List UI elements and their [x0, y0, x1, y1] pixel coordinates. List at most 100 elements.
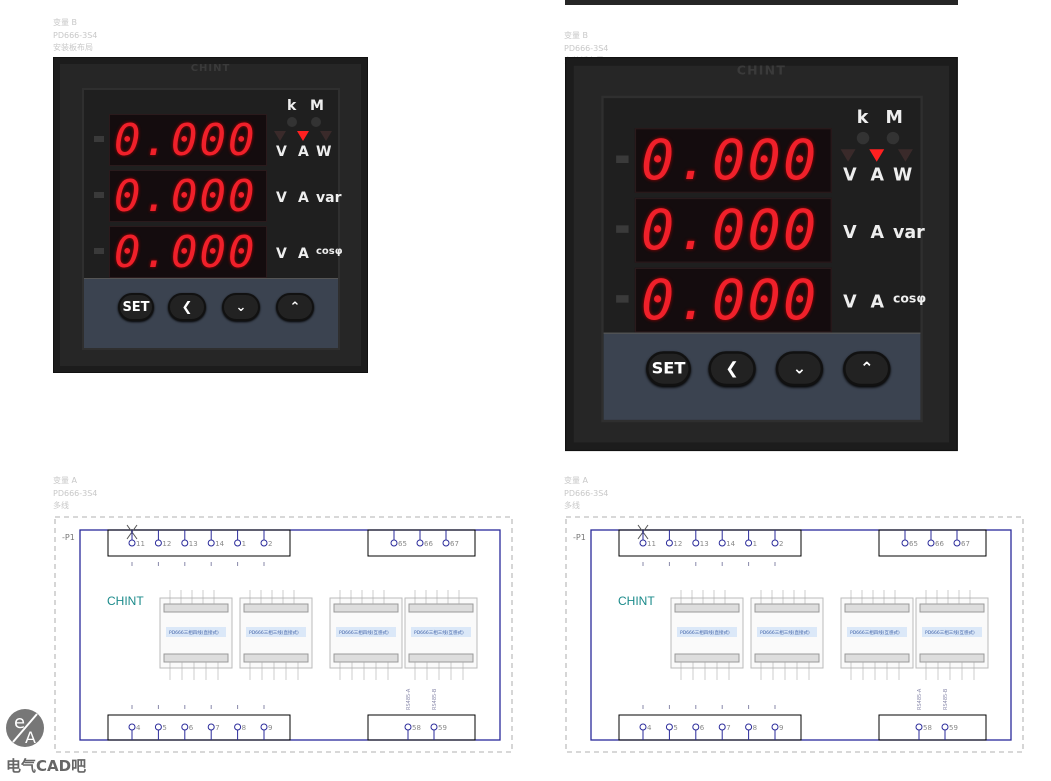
- terminal-icon: [692, 539, 700, 547]
- module-label-bg: [336, 627, 396, 637]
- unit-label: V: [276, 246, 287, 262]
- unit-label: A: [870, 292, 885, 313]
- terminal-icon: [207, 539, 215, 547]
- terminal-strip: [844, 603, 910, 613]
- unit-label: cosφ: [316, 246, 343, 257]
- up-button[interactable]: ⌃: [843, 351, 891, 387]
- unit-label: V: [843, 292, 857, 313]
- module-label: PD666三相三线(互感式): [414, 629, 464, 636]
- module-label-bg: [411, 627, 471, 637]
- display-row: 0.000: [109, 170, 267, 222]
- terminal-icon: [234, 723, 242, 731]
- terminal-block: [107, 529, 291, 557]
- terminal-block: [107, 714, 291, 741]
- module-label-bg: [166, 627, 226, 637]
- terminal-strip: [243, 653, 309, 663]
- terminal-number: 7: [726, 724, 730, 732]
- brand-label: CHINT: [618, 594, 655, 608]
- module-label-bg: [677, 627, 737, 637]
- terminal-icon: [442, 539, 450, 547]
- indicator-led: [311, 117, 321, 127]
- terminal-strip: [333, 653, 399, 663]
- terminal-block: [618, 714, 802, 741]
- left-button[interactable]: ❮: [708, 351, 756, 387]
- terminal-icon: [665, 539, 673, 547]
- terminal-icon: [771, 723, 779, 731]
- terminal-icon: [430, 723, 438, 731]
- down-button[interactable]: ⌄: [222, 293, 260, 321]
- set-button[interactable]: SET: [118, 293, 154, 321]
- terminal-block: [878, 714, 987, 741]
- display-row: 0.000: [109, 114, 267, 166]
- terminal-number: 66: [935, 540, 944, 548]
- unit-label: W: [316, 144, 332, 160]
- caption-line: PD666-3S4: [564, 43, 609, 53]
- active-unit-arrow-icon: [869, 149, 885, 162]
- terminal-block: [878, 529, 987, 557]
- terminal-number: 8: [242, 724, 246, 732]
- display-row: 0.000: [634, 128, 832, 193]
- terminal-icon: [639, 723, 647, 731]
- unit-label: W: [892, 165, 913, 186]
- terminal-number: 7: [215, 724, 219, 732]
- terminal-icon: [718, 539, 726, 547]
- terminal-label: RS485-B: [432, 688, 438, 710]
- set-button[interactable]: SET: [646, 351, 691, 387]
- display-row: 0.000: [634, 197, 832, 263]
- terminal-number: 12: [162, 540, 171, 548]
- row-led: [94, 136, 104, 142]
- down-button[interactable]: ⌄: [775, 351, 824, 387]
- terminal-icon: [639, 539, 647, 547]
- caption-line: 安装板布局: [53, 43, 93, 52]
- module-label-bg: [246, 627, 306, 637]
- terminal-icon: [207, 723, 215, 731]
- module-label: PD666三相三线(互感式): [925, 629, 975, 636]
- terminal-strip: [163, 603, 229, 613]
- row-led: [94, 248, 104, 254]
- active-unit-arrow-icon: [297, 131, 309, 141]
- terminal-icon: [390, 539, 398, 547]
- caption-line: 多线: [53, 501, 69, 510]
- row-led: [616, 155, 629, 163]
- watermark-text: 电气CAD吧: [6, 757, 87, 775]
- unit-label: V: [843, 222, 857, 243]
- terminal-number: 13: [700, 540, 709, 548]
- terminal-number: 58: [923, 724, 932, 732]
- svg-text:A: A: [25, 728, 36, 747]
- boundary-frame: [565, 516, 1024, 753]
- terminal-icon: [927, 539, 935, 547]
- terminal-icon: [128, 723, 136, 731]
- button-panel: SET ❮ ⌄ ⌃: [84, 278, 338, 348]
- terminal-number: 58: [412, 724, 421, 732]
- unit-label: A: [298, 144, 309, 160]
- device-tag: -P1: [62, 533, 75, 542]
- boundary-frame: [54, 516, 513, 753]
- left-button[interactable]: ❮: [168, 293, 206, 321]
- unit-label: A: [870, 165, 885, 186]
- terminal-number: 4: [647, 724, 652, 732]
- terminal-number: 2: [779, 540, 783, 548]
- terminal-icon: [745, 539, 753, 547]
- terminal-strip: [844, 653, 910, 663]
- terminal-block: [367, 529, 476, 557]
- unit-arrow-icon: [320, 131, 332, 141]
- display-value: 0.000: [114, 171, 257, 222]
- unit-label: V: [276, 144, 287, 160]
- terminal-icon: [234, 539, 242, 547]
- row-led: [616, 295, 629, 303]
- unit-arrow-icon: [897, 149, 913, 162]
- indicator-led: [856, 131, 870, 145]
- terminal-strip: [674, 603, 740, 613]
- caption-line: PD666-3S4: [564, 488, 609, 498]
- indicator-m: M: [310, 98, 324, 114]
- terminal-strip: [408, 653, 474, 663]
- up-button[interactable]: ⌃: [276, 293, 314, 321]
- module-label: PD666三相四线(互感式): [339, 629, 389, 636]
- terminal-strip: [754, 603, 820, 613]
- indicator-led: [886, 131, 900, 145]
- terminal-number: 66: [424, 540, 433, 548]
